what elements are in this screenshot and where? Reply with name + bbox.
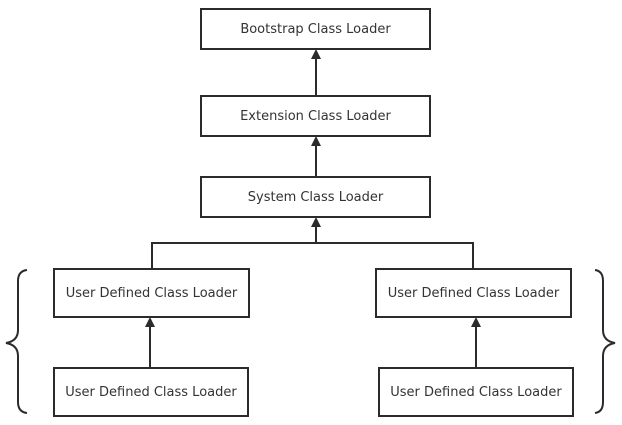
right-curly-brace	[594, 269, 616, 414]
left-curly-brace	[5, 269, 28, 414]
bootstrap-class-loader-label: Bootstrap Class Loader	[240, 21, 391, 37]
user-defined-loader-right-top-label: User Defined Class Loader	[387, 285, 560, 301]
user-defined-loader-left-top-label: User Defined Class Loader	[65, 285, 238, 301]
user-defined-loader-right-top-box: User Defined Class Loader	[375, 268, 572, 318]
user-defined-loader-left-bottom-box: User Defined Class Loader	[53, 367, 249, 417]
extension-class-loader-label: Extension Class Loader	[240, 108, 391, 124]
extension-class-loader-box: Extension Class Loader	[200, 95, 431, 137]
user-defined-loader-right-bottom-label: User Defined Class Loader	[390, 384, 562, 400]
user-defined-loader-right-bottom-box: User Defined Class Loader	[378, 367, 574, 417]
system-class-loader-label: System Class Loader	[247, 189, 384, 205]
user-defined-loader-left-top-box: User Defined Class Loader	[53, 268, 250, 318]
system-class-loader-box: System Class Loader	[200, 176, 431, 218]
user-defined-loader-left-bottom-label: User Defined Class Loader	[65, 384, 237, 400]
bootstrap-class-loader-box: Bootstrap Class Loader	[200, 8, 431, 50]
connector-users-to-system	[151, 242, 474, 268]
